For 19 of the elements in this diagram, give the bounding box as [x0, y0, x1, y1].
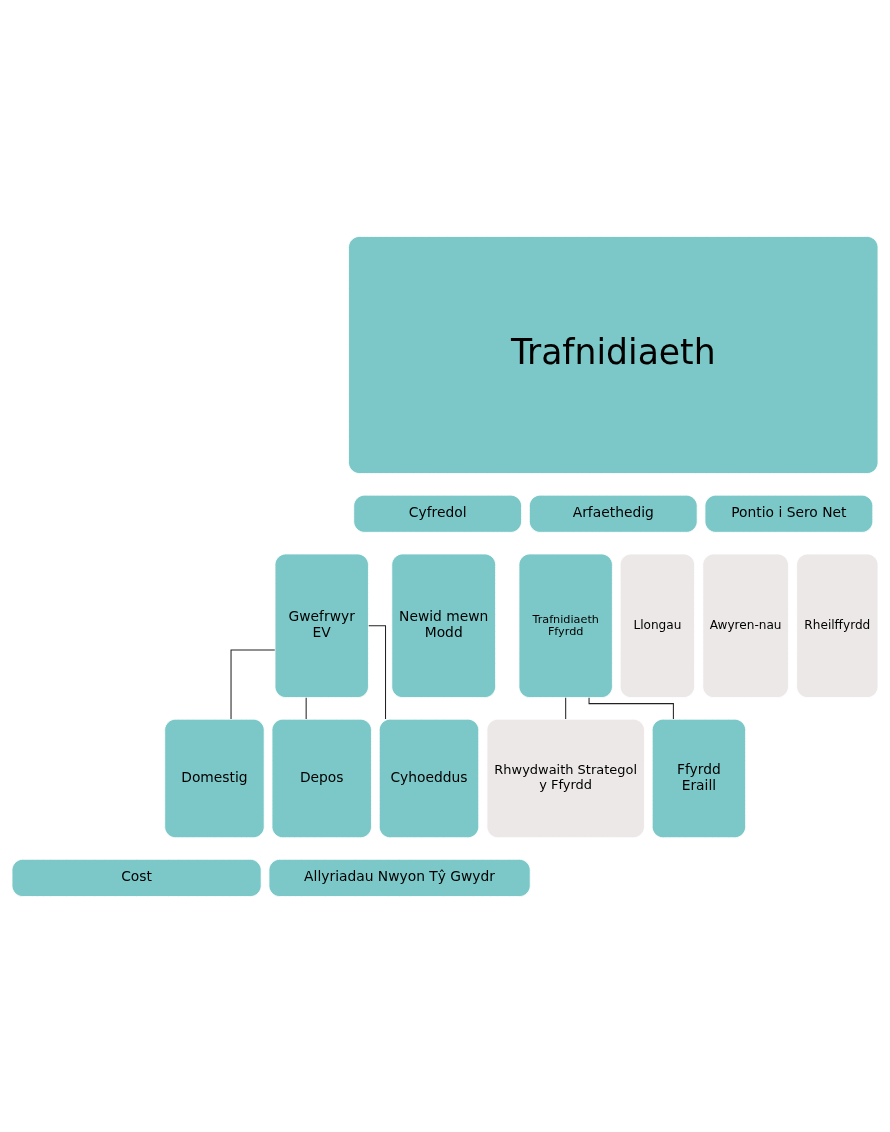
node-box: Arfaethedig [528, 494, 698, 533]
node-box: Cost [11, 858, 262, 897]
node-box: Cyhoeddus [378, 718, 480, 838]
node-box: Depos [271, 718, 372, 838]
node-box: Allyriadau Nwyon Tŷ Gwydr [268, 858, 531, 897]
node-box: Cyfredol [353, 494, 522, 533]
node-box: Rhwydwaith Strategol y Ffyrdd [486, 718, 645, 838]
connector [588, 696, 674, 720]
node-box: Pontio i Sero Net [704, 494, 874, 533]
node-box: Domestig [164, 718, 265, 838]
connector [565, 696, 567, 720]
connector [305, 696, 307, 720]
connector [230, 648, 276, 720]
connector [368, 624, 387, 719]
node-box: Trafnidiaeth [348, 235, 879, 474]
node-box: Ffyrdd Eraill [651, 718, 747, 838]
node-box: Trafnidiaeth Ffyrdd [518, 553, 613, 698]
node-box: Gwefrwyr EV [274, 553, 369, 698]
node-box: Newid mewn Modd [391, 553, 497, 698]
